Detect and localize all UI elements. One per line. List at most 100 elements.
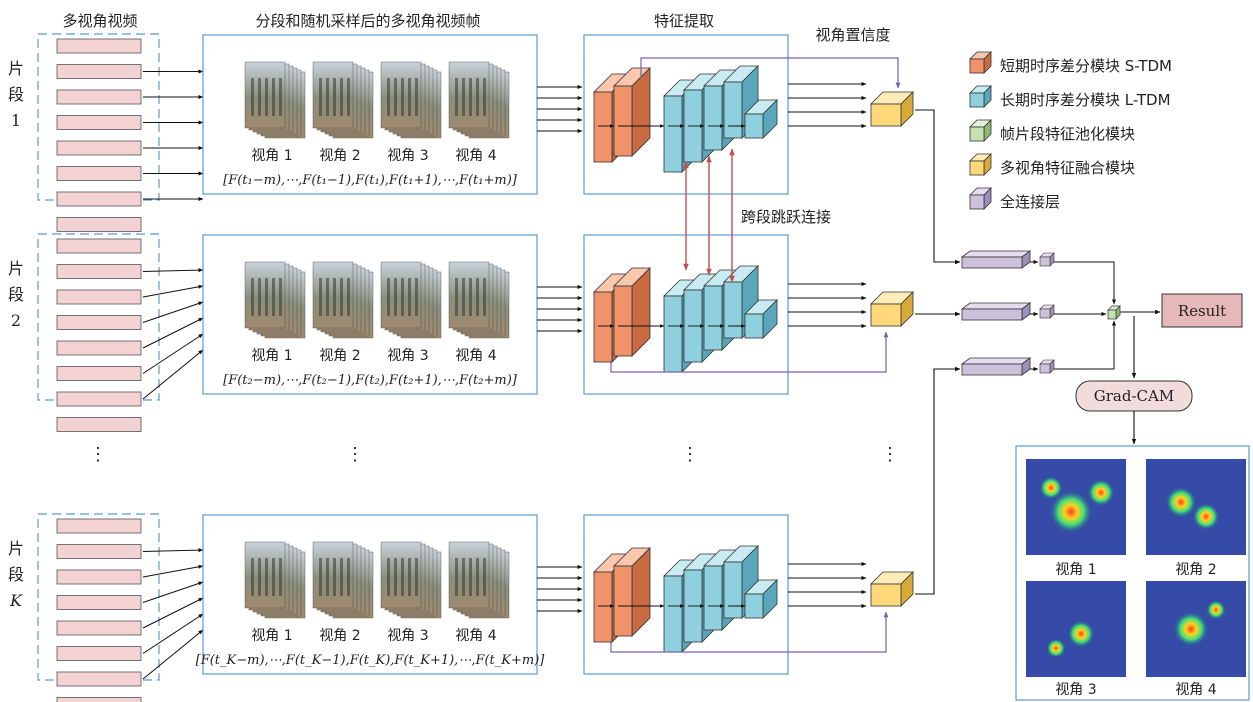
legend-swatch-3 bbox=[970, 120, 991, 141]
view-frame-stack-1 bbox=[245, 62, 305, 138]
view-frame-stack-4 bbox=[449, 262, 509, 338]
header-view-confidence: 视角置信度 bbox=[815, 26, 890, 44]
view-frame-stack-3 bbox=[381, 62, 441, 138]
person-silhouette bbox=[476, 558, 479, 596]
person-silhouette bbox=[415, 558, 418, 596]
person-silhouette bbox=[387, 78, 390, 116]
person-silhouette bbox=[387, 558, 390, 596]
person-silhouette bbox=[401, 78, 404, 116]
view-label-1: 视角 1 bbox=[251, 628, 292, 644]
bar-to-frame-arrow bbox=[143, 598, 203, 628]
person-silhouette bbox=[272, 78, 275, 116]
frame-bar bbox=[57, 367, 141, 381]
view-label-3: 视角 3 bbox=[387, 148, 428, 164]
person-silhouette bbox=[326, 78, 329, 116]
person-silhouette bbox=[476, 278, 479, 316]
fc-layer-3 bbox=[962, 358, 1054, 375]
person-silhouette bbox=[319, 78, 322, 116]
frame-bar bbox=[57, 647, 141, 661]
fusion-block bbox=[871, 92, 913, 126]
bar-to-frame-arrow bbox=[143, 350, 203, 399]
person-silhouette bbox=[340, 78, 343, 116]
segment-index: 1 bbox=[11, 111, 21, 130]
person-silhouette bbox=[469, 78, 472, 116]
person-silhouette bbox=[347, 78, 350, 116]
frame-bar bbox=[57, 392, 141, 406]
person-silhouette bbox=[340, 278, 343, 316]
person-silhouette bbox=[251, 78, 254, 116]
legend: 短期时序差分模块 S-TDM长期时序差分模块 L-TDM帧片段特征池化模块多视角… bbox=[970, 52, 1172, 211]
bar-to-frame-arrow bbox=[143, 334, 203, 374]
legend-label-4: 多视角特征融合模块 bbox=[1000, 159, 1135, 177]
heatmap-hotspot bbox=[1192, 503, 1220, 531]
view-frame-stack-1 bbox=[245, 542, 305, 618]
view-label-4: 视角 4 bbox=[455, 348, 496, 364]
view-label-2: 视角 2 bbox=[319, 628, 360, 644]
frame-bar bbox=[57, 341, 141, 355]
frame-bar bbox=[57, 621, 141, 635]
person-silhouette bbox=[265, 558, 268, 596]
view-label-1: 视角 1 bbox=[251, 148, 292, 164]
frame-bar bbox=[57, 570, 141, 584]
person-silhouette bbox=[251, 278, 254, 316]
s-tdm-block bbox=[614, 268, 650, 356]
frame-bar bbox=[57, 596, 141, 610]
frame-bar bbox=[57, 545, 141, 559]
view-frame-stack-2 bbox=[313, 542, 373, 618]
view-frame-stack-4 bbox=[449, 62, 509, 138]
s-tdm-block bbox=[614, 548, 650, 636]
frame-bar bbox=[57, 167, 141, 181]
legend-swatch-5 bbox=[970, 188, 991, 209]
view-label-3: 视角 3 bbox=[387, 628, 428, 644]
s-tdm-block bbox=[614, 68, 650, 156]
view-label-2: 视角 2 bbox=[319, 148, 360, 164]
heatmap-view-4: 视角 4 bbox=[1146, 581, 1246, 698]
skip-connections bbox=[686, 149, 732, 282]
person-silhouette bbox=[415, 278, 418, 316]
frame-bar bbox=[57, 116, 141, 130]
frame-bar bbox=[57, 192, 141, 206]
person-silhouette bbox=[401, 278, 404, 316]
person-silhouette bbox=[408, 558, 411, 596]
person-silhouette bbox=[258, 78, 261, 116]
heatmap-view-3: 视角 3 bbox=[1026, 581, 1126, 698]
fusion-block bbox=[871, 292, 913, 326]
segment-index: K bbox=[9, 591, 23, 610]
bar-to-frame-arrow bbox=[143, 286, 203, 297]
view-frame-stack-2 bbox=[313, 62, 373, 138]
bar-to-frame-arrow bbox=[143, 550, 203, 552]
person-silhouette bbox=[408, 278, 411, 316]
person-silhouette bbox=[483, 558, 486, 596]
pooling-module bbox=[1108, 306, 1120, 319]
segment-label-char: 片 bbox=[8, 259, 24, 278]
segment-index: 2 bbox=[11, 311, 21, 330]
segment-label-char: 片 bbox=[8, 59, 24, 78]
person-silhouette bbox=[347, 278, 350, 316]
heatmap-view-1: 视角 1 bbox=[1026, 459, 1126, 578]
ellipsis-row: ⋮ ⋮ ⋮ ⋮ bbox=[89, 444, 899, 465]
frame-bar bbox=[57, 65, 141, 79]
view-label-3: 视角 3 bbox=[387, 348, 428, 364]
frame-bar bbox=[57, 265, 141, 279]
legend-label-2: 长期时序差分模块 L-TDM bbox=[1000, 91, 1171, 109]
person-silhouette bbox=[483, 278, 486, 316]
frame-formula: [F(t₂−m),⋯,F(t₂−1),F(t₂),F(t₂+1),⋯,F(t₂+… bbox=[223, 373, 518, 388]
person-silhouette bbox=[469, 278, 472, 316]
frame-formula: [F(t_K−m),⋯,F(t_K−1),F(t_K),F(t_K+1),⋯,F… bbox=[196, 653, 546, 668]
frame-bar bbox=[57, 418, 141, 432]
person-silhouette bbox=[394, 78, 397, 116]
person-silhouette bbox=[333, 558, 336, 596]
view-frame-stack-3 bbox=[381, 262, 441, 338]
person-silhouette bbox=[455, 78, 458, 116]
ellipsis-features: ⋮ bbox=[681, 444, 699, 465]
bar-to-frame-arrow bbox=[143, 270, 203, 272]
frame-bar bbox=[57, 519, 141, 533]
frame-bar bbox=[57, 39, 141, 53]
bar-to-frame-arrow bbox=[143, 566, 203, 577]
frame-bar bbox=[57, 90, 141, 104]
person-silhouette bbox=[279, 78, 282, 116]
person-silhouette bbox=[455, 278, 458, 316]
